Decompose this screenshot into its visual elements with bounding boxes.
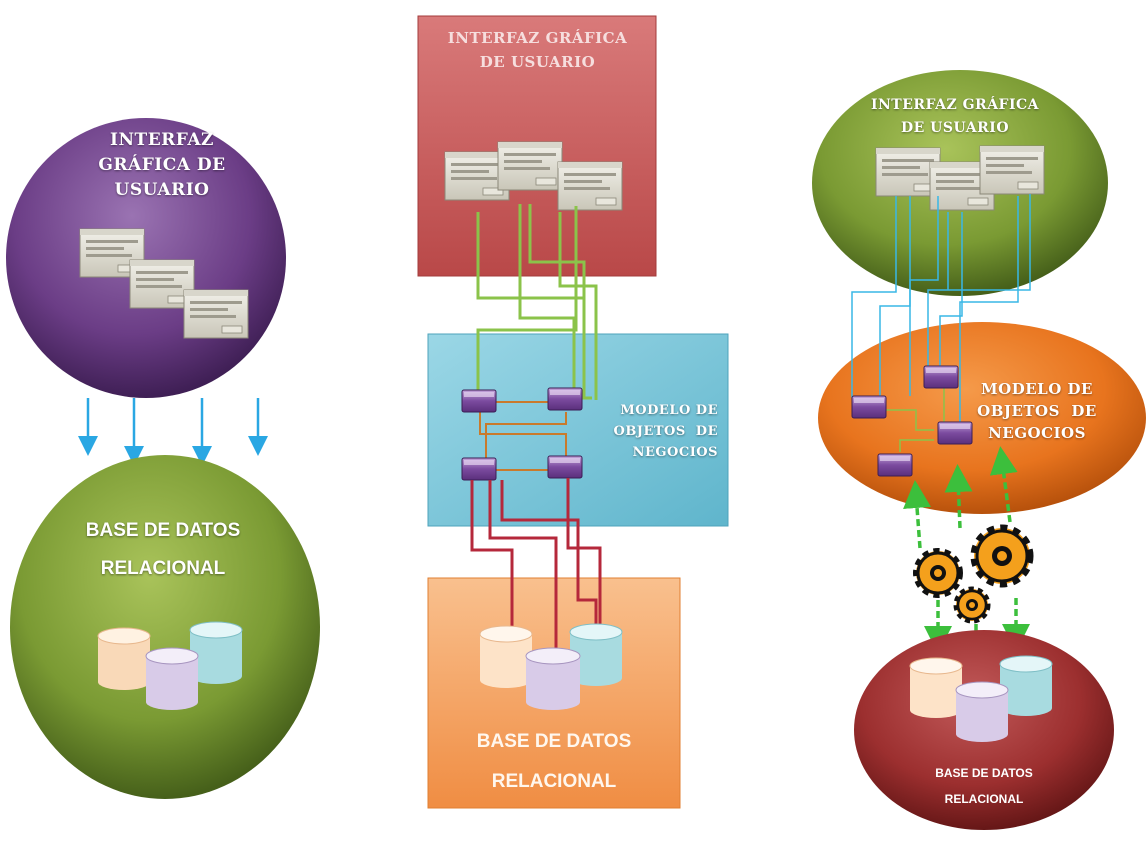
middle-gui-line: INTERFAZ GRÁFICA <box>447 29 628 47</box>
right-model-line: MODELO DE <box>981 380 1093 398</box>
middle-gui-window-icon <box>557 161 623 211</box>
middle-db-line: BASE DE DATOS <box>476 731 632 752</box>
left-db-circle <box>10 455 320 799</box>
middle-db-line: RELACIONAL <box>491 771 617 792</box>
middle-model-label: MODELO DE OBJETOS DE NEGOCIOS <box>600 400 718 463</box>
middle-model-line: OBJETOS DE <box>613 424 718 439</box>
right-db-cylinders-icon <box>909 655 1053 742</box>
right-model-label: MODELO DE OBJETOS DE NEGOCIOS <box>966 378 1108 444</box>
gear-icon <box>970 524 1034 588</box>
right-db-line: BASE DE DATOS <box>935 766 1033 780</box>
middle-object-box <box>461 457 497 481</box>
right-gui-label: INTERFAZ GRÁFICA DE USUARIO <box>860 94 1050 140</box>
right-gui-line: DE USUARIO <box>900 120 1010 136</box>
gear-icon <box>953 586 991 624</box>
right-object-box <box>923 365 959 389</box>
left-db-label: BASE DE DATOS RELACIONAL <box>58 512 268 588</box>
left-gui-line: INTERFAZ <box>110 130 214 150</box>
right-model-line: OBJETOS DE <box>977 402 1097 420</box>
gear-icon <box>913 548 963 598</box>
right-db-ellipse <box>854 630 1114 830</box>
right-db-label: BASE DE DATOS RELACIONAL <box>900 760 1068 812</box>
left-db-cylinders-icon <box>97 621 243 710</box>
right-object-box <box>851 395 887 419</box>
middle-gui-window-icon <box>497 141 563 191</box>
middle-green-connectors <box>476 204 598 400</box>
right-db-line: RELACIONAL <box>944 792 1024 806</box>
right-gui-window-icon <box>979 145 1045 195</box>
middle-object-box <box>461 389 497 413</box>
middle-crimson-connectors <box>470 478 602 648</box>
middle-gui-label: INTERFAZ GRÁFICA DE USUARIO <box>425 26 650 74</box>
middle-object-box <box>547 455 583 479</box>
right-gui-ellipse <box>812 70 1108 296</box>
middle-brown-connectors <box>479 401 567 471</box>
middle-model-line: MODELO DE <box>620 403 718 418</box>
left-gui-line: USUARIO <box>114 180 210 200</box>
left-gui-line: GRÁFICA DE <box>98 155 226 175</box>
left-gui-label: INTERFAZ GRÁFICA DE USUARIO <box>92 128 232 203</box>
middle-model-line: NEGOCIOS <box>632 445 718 460</box>
left-arrows <box>78 398 268 466</box>
left-db-line: RELACIONAL <box>100 558 226 579</box>
middle-db-cylinders-icon <box>479 623 623 710</box>
middle-db-label: BASE DE DATOS RELACIONAL <box>440 722 668 802</box>
right-object-box <box>877 453 913 477</box>
left-gui-circle <box>6 118 286 398</box>
right-model-line: NEGOCIOS <box>988 424 1086 442</box>
right-cyan-connectors <box>851 194 1031 424</box>
left-db-line: BASE DE DATOS <box>85 520 241 541</box>
middle-gui-line: DE USUARIO <box>479 53 596 71</box>
middle-object-box <box>547 387 583 411</box>
left-gui-window-icon <box>183 289 249 339</box>
right-green-connectors <box>886 386 945 452</box>
middle-gui-panel <box>417 15 657 277</box>
right-gui-line: INTERFAZ GRÁFICA <box>870 97 1040 113</box>
